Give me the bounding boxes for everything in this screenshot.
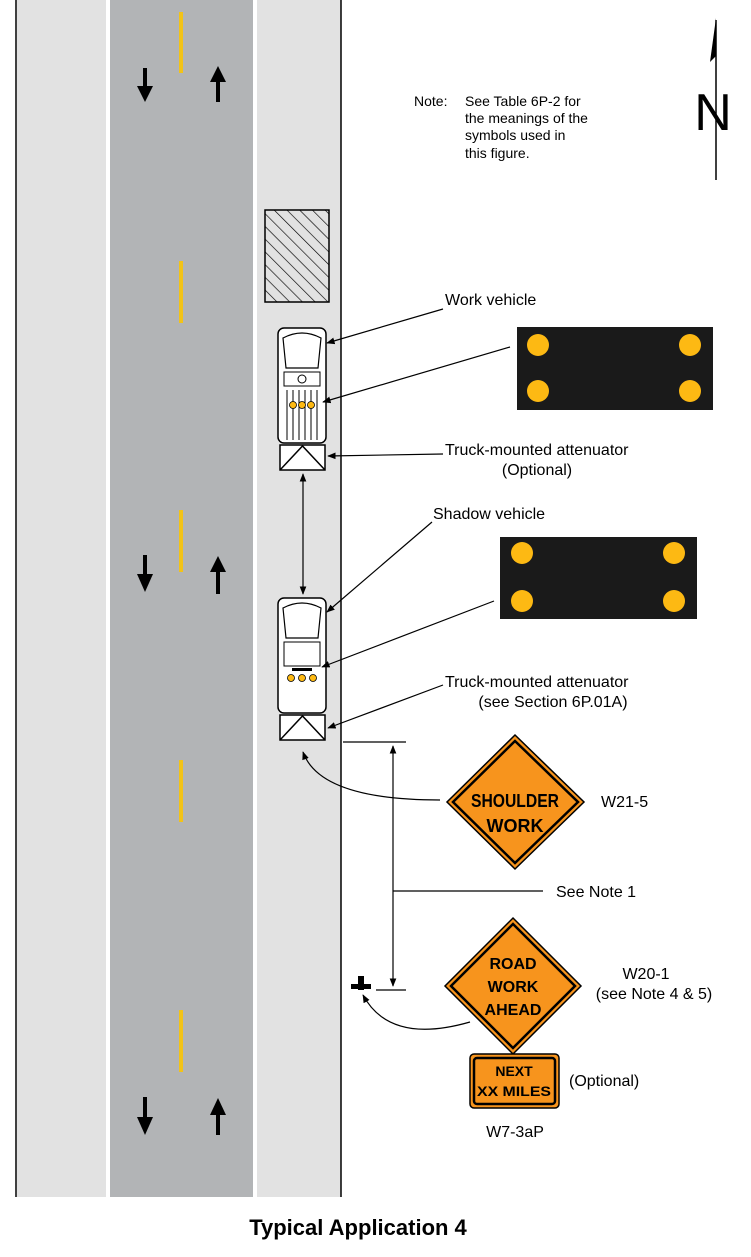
shoulder-work-sign (445, 733, 586, 871)
truck-mounted-attenuator-2 (279, 714, 326, 741)
note-block: Note: See Table 6P-2 for the meanings of… (414, 93, 588, 161)
northbound-arrow-icon (210, 556, 226, 594)
next-xx-miles-plaque (469, 1053, 560, 1109)
northbound-arrow-icon (210, 66, 226, 102)
tma2-label-line2: (see Section 6P.01A) (478, 694, 627, 711)
arrow-board-work-vehicle (517, 327, 713, 410)
traffic-direction-arrows (137, 66, 226, 1135)
southbound-arrow-icon (137, 555, 153, 592)
vehicle-arrow-board-lights (289, 401, 315, 409)
tma1-label-line2: (Optional) (502, 462, 572, 479)
shoulder-work-sign-text: SHOULDER WORK (471, 791, 559, 836)
plaque-legend-line: NEXT (495, 1063, 533, 1079)
tma2-label-line1: Truck-mounted attenuator (445, 674, 629, 691)
tma1-label-line1: Truck-mounted attenuator (445, 442, 629, 459)
road-work-ahead-sign-text: ROAD WORK AHEAD (485, 956, 542, 1019)
see-note-1-label: See Note 1 (556, 884, 636, 901)
sign-spacing-dimension (343, 741, 543, 991)
leader-lines (302, 308, 511, 1030)
southbound-arrow-icon (137, 1097, 153, 1135)
w20-1-code: W20-1 (622, 966, 669, 983)
sign-legend-line: WORK (487, 816, 544, 836)
plaque-legend-line: XX MILES (477, 1083, 551, 1099)
note-line: See Table 6P-2 for (465, 93, 581, 109)
southbound-arrow-icon (137, 68, 153, 102)
shadow-vehicle (277, 597, 327, 714)
sign-legend-line: AHEAD (485, 1002, 542, 1019)
sign-legend-line: SHOULDER (471, 791, 559, 811)
sign-legend-line: WORK (488, 979, 539, 996)
travel-lanes (110, 0, 253, 1197)
truck-mounted-attenuator-1 (279, 444, 326, 471)
work-vehicle-label: Work vehicle (445, 292, 536, 309)
vehicle-arrow-board-lights (287, 674, 317, 682)
w20-1-note: (see Note 4 & 5) (596, 986, 713, 1003)
north-arrow-icon (710, 18, 717, 180)
figure-title: Typical Application 4 (249, 1215, 467, 1240)
w7-3ap-code: W7-3aP (486, 1124, 544, 1141)
work-area-hatched (264, 209, 330, 303)
work-vehicle (277, 327, 327, 444)
w21-5-code: W21-5 (601, 794, 648, 811)
north-label: N (694, 84, 732, 142)
note-line: this figure. (465, 145, 530, 161)
note-prefix: Note: (414, 93, 447, 109)
shadow-vehicle-label: Shadow vehicle (433, 506, 545, 523)
note-line: symbols used in (465, 127, 565, 143)
next-xx-miles-plaque-text: NEXT XX MILES (477, 1063, 551, 1099)
left-shoulder (17, 0, 106, 1197)
note-line: the meanings of the (465, 110, 588, 126)
plaque-optional-label: (Optional) (569, 1073, 639, 1090)
sign-legend-line: ROAD (489, 956, 536, 973)
arrow-board-shadow-vehicle (500, 537, 697, 619)
northbound-arrow-icon (210, 1098, 226, 1135)
sign-post-symbol (351, 976, 371, 990)
